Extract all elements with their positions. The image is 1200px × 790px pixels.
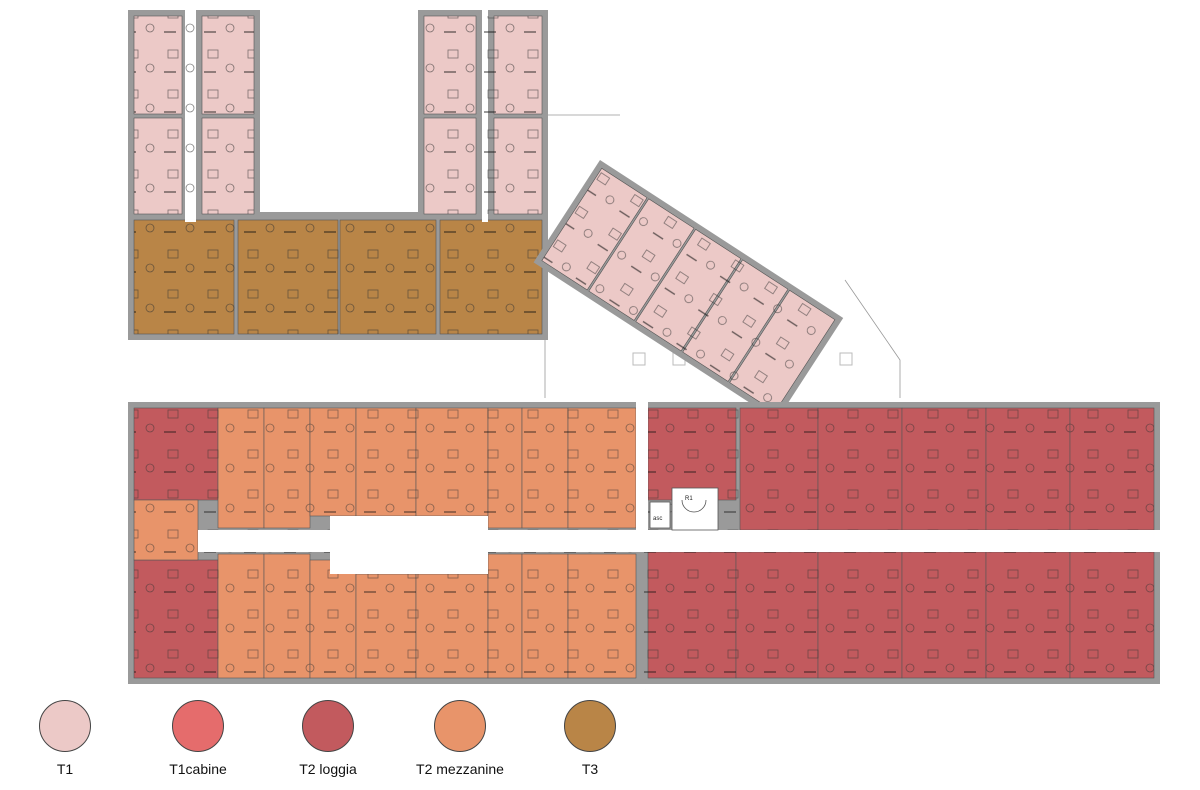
rotated-t1-wing xyxy=(533,160,844,421)
legend-label-t3: T3 xyxy=(581,761,599,777)
floor-plan: R1 asc xyxy=(128,10,1164,690)
legend-swatch-t2-mezzanine xyxy=(434,700,486,752)
south-main-bar: R1 asc xyxy=(128,400,1164,684)
lift-label: asc xyxy=(653,516,662,522)
legend-swatch-t2-loggia xyxy=(302,700,354,752)
legend-item-t2-loggia: T2 loggia xyxy=(268,700,388,777)
legend-label-t1: T1 xyxy=(56,761,74,777)
legend-swatch-t1 xyxy=(39,700,91,752)
legend-swatch-t1cabine xyxy=(172,700,224,752)
legend-item-t3: T3 xyxy=(530,700,650,777)
legend-item-t1: T1 xyxy=(5,700,125,777)
north-u-wing xyxy=(128,10,548,340)
legend-label-t2-mezzanine: T2 mezzanine xyxy=(416,761,504,777)
stair-core xyxy=(649,487,719,531)
legend-item-t2-mezzanine: T2 mezzanine xyxy=(400,700,520,777)
legend-label-t1cabine: T1cabine xyxy=(169,761,227,777)
stair-label: R1 xyxy=(685,496,693,502)
legend-label-t2-loggia: T2 loggia xyxy=(299,761,357,777)
site-lines xyxy=(544,114,901,690)
legend-swatch-t3 xyxy=(564,700,616,752)
legend-item-t1cabine: T1cabine xyxy=(138,700,258,777)
